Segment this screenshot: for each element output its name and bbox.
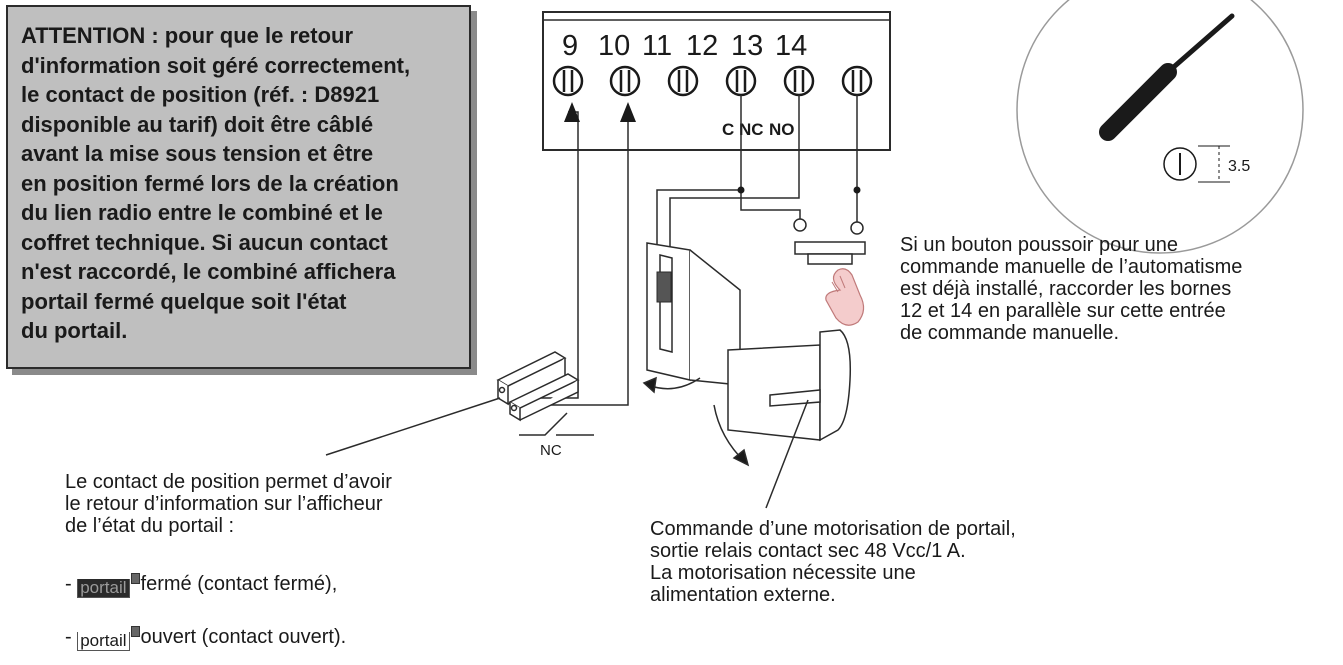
terminal-numbers: 9 10 11 12 13 14 <box>562 30 807 62</box>
relay-label-c: C <box>722 120 734 139</box>
screw-icon <box>783 65 815 97</box>
state-closed-item: - portail fermé (contact fermé), <box>65 573 337 598</box>
gate-leaf <box>646 242 741 386</box>
terminal-number: 10 <box>598 30 630 62</box>
relay-label-nc: NC <box>739 120 764 139</box>
position-contact-note: Le contact de position permet d’avoir le… <box>65 471 392 537</box>
nc-label: NC <box>540 442 562 459</box>
motor-control-note: Commande d’une motorisation de portail, … <box>650 518 1016 606</box>
screw-icon <box>609 65 641 97</box>
position-contact <box>496 351 580 422</box>
gate-motor-panel <box>727 329 852 442</box>
hand-icon <box>825 268 865 326</box>
screw-head-icon <box>1163 147 1197 181</box>
leader-lines <box>325 397 809 509</box>
lcd-indicator-icon <box>130 573 140 584</box>
pushbutton-note: Si un bouton poussoir pour une commande … <box>900 234 1243 344</box>
push-button <box>793 218 866 265</box>
screwdriver-icon <box>1099 13 1235 141</box>
wire-12 <box>669 95 800 260</box>
lcd-gate-closed-icon: portail <box>77 579 130 598</box>
terminal-number: 14 <box>775 30 807 62</box>
state-bullet: - <box>65 573 78 595</box>
screw-icon <box>667 65 699 97</box>
relay-label-no: NO <box>769 120 795 139</box>
state-bullet: - <box>65 626 78 648</box>
terminal-block <box>542 11 891 151</box>
nc-symbol <box>519 412 594 436</box>
magnet-icon <box>656 271 672 303</box>
wire-13b <box>740 190 801 222</box>
lcd-indicator-icon <box>130 626 140 637</box>
screwdriver-inset: 3.5 <box>1016 0 1304 254</box>
state-open-text: ouvert (contact ouvert). <box>140 626 347 648</box>
arrow-icons <box>564 102 636 122</box>
terminal-number: 11 <box>642 30 672 62</box>
warning-box: ATTENTION : pour que le retour d'informa… <box>6 5 471 369</box>
wire-13 <box>656 95 742 250</box>
terminal-number: 9 <box>562 30 578 62</box>
screw-icon <box>552 65 584 97</box>
relay-labels: C NC NO <box>722 120 795 139</box>
wire-10 <box>546 112 629 406</box>
screw-icon <box>841 65 873 97</box>
screw-icon <box>725 65 757 97</box>
motion-arrows <box>642 376 750 467</box>
state-closed-text: fermé (contact fermé), <box>140 573 338 595</box>
state-open-item: - portail ouvert (contact ouvert). <box>65 626 346 651</box>
screwdriver-size-label: 3.5 <box>1228 158 1250 175</box>
terminal-number: 12 <box>686 30 718 62</box>
wire-junctions <box>737 186 861 194</box>
warning-text: ATTENTION : pour que le retour d'informa… <box>21 23 411 343</box>
lcd-gate-open-icon: portail <box>77 632 130 651</box>
terminal-number: 13 <box>731 30 763 62</box>
